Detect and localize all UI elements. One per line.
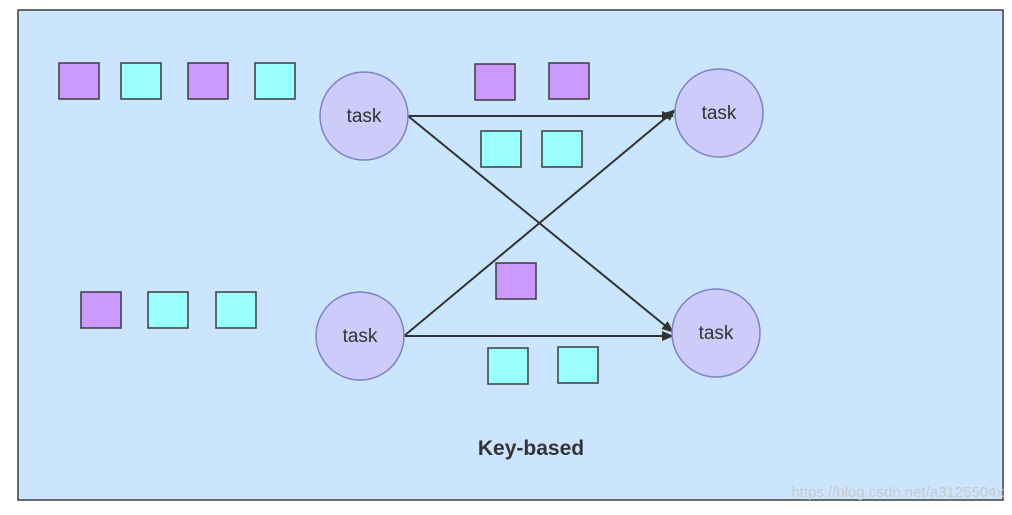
edges-group	[403, 109, 676, 341]
key-block-purple	[495, 262, 537, 300]
task-node-label: task	[702, 103, 737, 124]
key-block-purple	[187, 62, 229, 100]
task-node-label: task	[347, 106, 382, 127]
key-block-cyan	[480, 130, 522, 168]
nodes-group: task task task task	[315, 68, 764, 381]
task-node-label: task	[343, 326, 378, 347]
key-block-cyan	[215, 291, 257, 329]
task-node-sink-bottom: task	[671, 288, 761, 378]
diagram-caption: Key-based	[478, 437, 584, 460]
task-node-source-top: task	[319, 71, 409, 161]
task-node-label: task	[699, 323, 734, 344]
key-blocks-group	[58, 62, 599, 385]
key-block-purple	[80, 291, 122, 329]
key-block-cyan	[147, 291, 189, 329]
task-node-source-bottom: task	[315, 291, 405, 381]
key-block-purple	[548, 62, 590, 100]
key-block-cyan	[120, 62, 162, 100]
key-block-cyan	[541, 130, 583, 168]
key-block-purple	[58, 62, 100, 100]
task-node-sink-top: task	[674, 68, 764, 158]
watermark-text: https://blog.csdn.net/a3125504x	[791, 484, 1004, 501]
key-block-cyan	[487, 347, 529, 385]
edge-top-to-bottom	[407, 115, 674, 333]
key-block-cyan	[254, 62, 296, 100]
key-block-cyan	[557, 346, 599, 384]
key-block-purple	[474, 63, 516, 101]
edge-bottom-to-top	[403, 109, 676, 337]
